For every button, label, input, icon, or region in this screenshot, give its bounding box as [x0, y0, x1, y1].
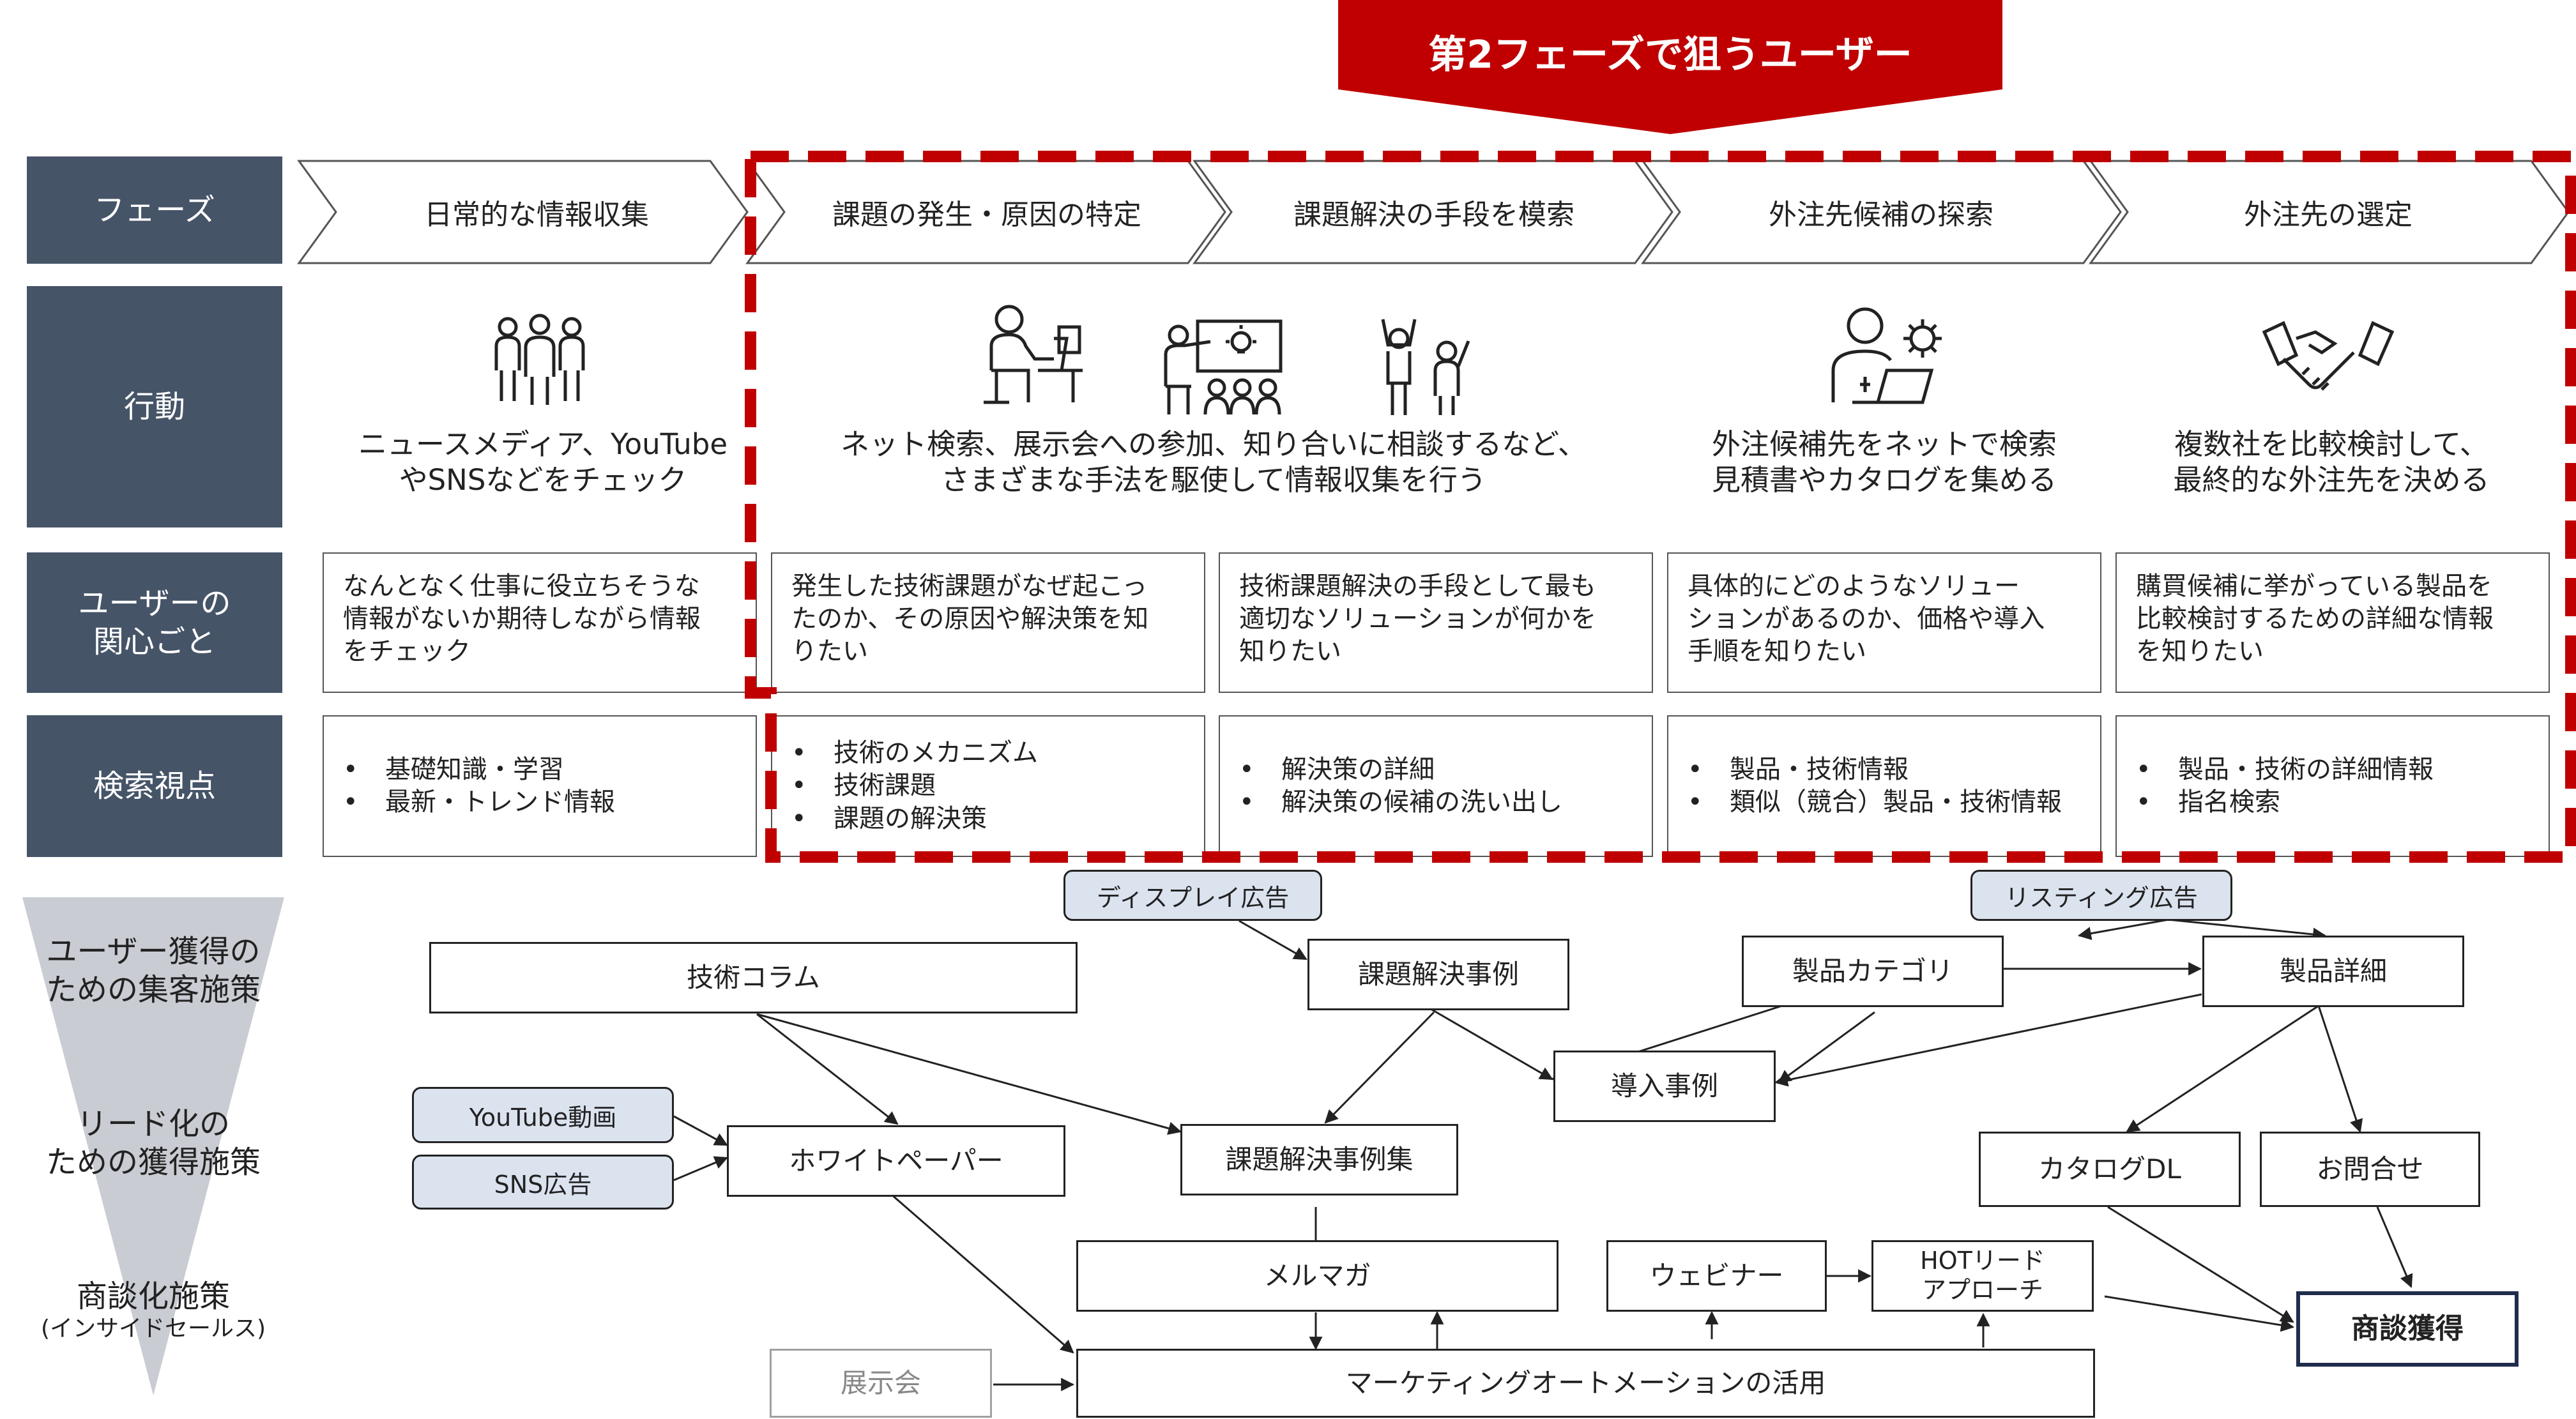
- raising-hands-icon: [1381, 319, 1470, 415]
- node-webinar: ウェビナー: [1606, 1240, 1827, 1312]
- search-1: 基礎知識・学習最新・トレンド情報: [323, 715, 757, 857]
- node-exhibition: 展示会: [770, 1349, 992, 1418]
- row-label-search: 検索視点: [27, 715, 282, 857]
- desk-worker-icon: [984, 305, 1083, 404]
- node-case-study: 課題解決事例: [1307, 939, 1569, 1010]
- node-catalog-dl: カタログDL: [1979, 1132, 2241, 1207]
- handshake-icon: [2262, 321, 2395, 391]
- interest-5: 購買候補に挙がっている製品を 比較検討するための詳細な情報 を知りたい: [2115, 552, 2550, 693]
- interest-4: 具体的にどのようなソリュー ションがあるのか、価格や導入 手順を知りたい: [1667, 552, 2101, 693]
- youtube-tag: YouTube動画: [412, 1087, 674, 1143]
- funnel-stage-lead: リード化の ための獲得施策: [45, 1106, 261, 1180]
- interest-2: 発生した技術課題がなぜ起こっ たのか、その原因や解決策を知 りたい: [771, 552, 1205, 693]
- node-intro-case: 導入事例: [1553, 1051, 1776, 1122]
- node-mail-magazine: メルマガ: [1076, 1240, 1559, 1312]
- node-deal-acquired: 商談獲得: [2296, 1291, 2519, 1367]
- interest-1: なんとなく仕事に役立ちそうな 情報がないか期待しながら情報 をチェック: [323, 552, 757, 693]
- row-label-action: 行動: [27, 286, 282, 527]
- search-4: 製品・技術情報類似（競合）製品・技術情報: [1667, 715, 2101, 857]
- node-tech-column: 技術コラム: [429, 942, 1078, 1013]
- interest-3: 技術課題解決の手段として最も 適切なソリューションが何かを 知りたい: [1219, 552, 1653, 693]
- action-2: ネット検索、展示会への参加、知り合いに相談するなど、 さまざまな手法を駆使して情…: [841, 427, 1587, 497]
- funnel-stage-deal-sub: (インサイドセールス): [40, 1316, 266, 1342]
- funnel-stage-acquire: ユーザー獲得の ための集客施策: [45, 934, 261, 1008]
- node-case-collection: 課題解決事例集: [1180, 1124, 1458, 1195]
- funnel-stage-deal: 商談化施策: [76, 1279, 230, 1314]
- funnel-shape: [22, 897, 284, 1395]
- action-4: 複数社を比較検討して、 最終的な外注先を決める: [2173, 427, 2490, 497]
- node-hot-lead: HOTリード アプローチ: [1871, 1240, 2094, 1312]
- node-product-category: 製品カテゴリ: [1742, 936, 2004, 1007]
- banner-title: 第2フェーズで狙うユーザー: [1428, 32, 1912, 77]
- node-marketing-automation: マーケティングオートメーションの活用: [1076, 1349, 2095, 1418]
- row-label-phase: フェーズ: [27, 156, 282, 264]
- search-2: 技術のメカニズム技術課題課題の解決策: [771, 715, 1205, 857]
- person-gear-laptop-icon: [1831, 307, 1942, 404]
- phase-4: 外注先候補の探索: [1769, 199, 1993, 231]
- search-5: 製品・技術の詳細情報指名検索: [2115, 715, 2550, 857]
- phase-1: 日常的な情報収集: [424, 199, 649, 231]
- phase-5: 外注先の選定: [2244, 199, 2412, 231]
- phase-banner: [1338, 0, 2002, 134]
- presentation-audience-icon: [1164, 319, 1283, 415]
- row-label-interest: ユーザーの 関心ごと: [27, 552, 282, 693]
- search-3: 解決策の詳細解決策の候補の洗い出し: [1219, 715, 1653, 857]
- node-product-detail: 製品詳細: [2202, 936, 2464, 1007]
- target-phase-frame: [745, 151, 2576, 863]
- node-inquiry: お問合せ: [2260, 1132, 2480, 1207]
- group-people-icon: [494, 314, 585, 405]
- phase-2: 課題の発生・原因の特定: [832, 199, 1141, 231]
- sns-ad-tag: SNS広告: [412, 1155, 674, 1210]
- node-whitepaper: ホワイトペーパー: [727, 1125, 1065, 1197]
- phase-3: 課題解決の手段を模索: [1293, 199, 1574, 231]
- action-1: ニュースメディア、YouTube やSNSなどをチェック: [358, 427, 728, 497]
- listing-ad-tag: リスティング広告: [1970, 870, 2232, 921]
- display-ad-tag: ディスプレイ広告: [1063, 870, 1322, 921]
- action-3: 外注候補先をネットで検索 見積書やカタログを集める: [1711, 427, 2057, 497]
